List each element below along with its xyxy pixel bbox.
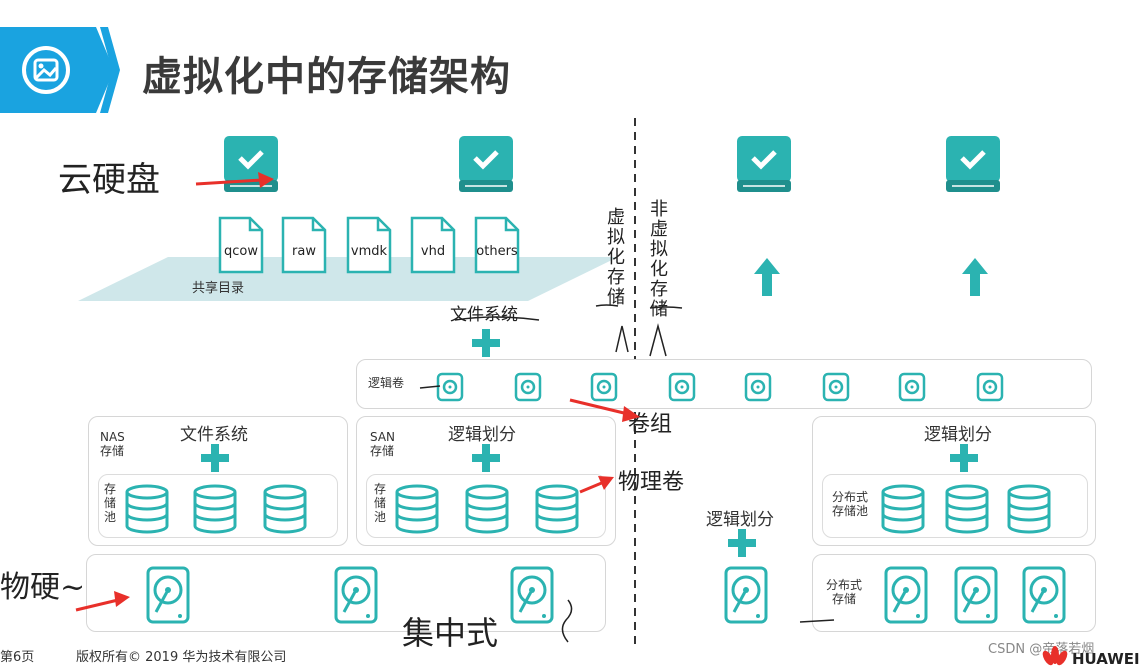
hard-disk-icon (334, 566, 378, 624)
red-arrow-cloud-disk (195, 178, 263, 186)
plus-icon (950, 444, 978, 472)
file-format-label: vmdk (350, 244, 388, 259)
middle-logical-partition-label: 逻辑划分 (706, 510, 774, 530)
handwritten-physical-volume: 物理卷 (618, 470, 685, 495)
handwritten-centralized: 集中式 (402, 614, 499, 652)
logical-volume-label: 逻辑卷 (368, 376, 405, 390)
plus-icon (472, 444, 500, 472)
plus-icon (728, 529, 756, 557)
storage-pool-database-icon (193, 484, 237, 534)
logical-volume-icon (514, 372, 542, 402)
handwritten-cloud-disk: 云硬盘 (58, 160, 160, 200)
header-banner (0, 27, 120, 113)
red-arrow-physical-volume (579, 480, 605, 494)
hard-disk-icon (146, 566, 190, 624)
file-icon (474, 216, 520, 274)
san-pool-label: 存 储 池 (374, 482, 387, 524)
distributed-logical-partition-label: 逻辑划分 (924, 425, 992, 445)
up-arrow-icon (962, 258, 988, 296)
nas-pool-label: 存 储 池 (104, 482, 117, 524)
page-title: 虚拟化中的存储架构 (142, 54, 511, 100)
file-icon (346, 216, 392, 274)
footer-page-number: 第6页 (0, 650, 35, 665)
red-arrow-physical-disk (75, 598, 119, 612)
distributed-storage-label: 分布式 存储 (826, 578, 863, 606)
logical-volume-icon (590, 372, 618, 402)
virtual-disk-icon (224, 136, 278, 192)
san-label: SAN 存储 (370, 430, 396, 458)
handwritten-file-system: 文件系统 (450, 305, 518, 325)
storage-pool-database-icon (535, 484, 579, 534)
nas-file-system-label: 文件系统 (180, 425, 248, 445)
virtualized-storage-label: 虚拟化存储 (607, 207, 625, 308)
logical-volume-icon (898, 372, 926, 402)
logical-volume-icon (436, 372, 464, 402)
virtual-disk-icon (737, 136, 791, 192)
logical-volume-icon (822, 372, 850, 402)
huawei-logo-text: HUAWEI (1072, 650, 1140, 668)
storage-pool-database-icon (125, 484, 169, 534)
nas-label: NAS 存储 (100, 430, 125, 458)
file-format-label: others (476, 244, 518, 259)
divider-line (634, 118, 636, 648)
hard-disk-icon (510, 566, 554, 624)
up-arrow-icon (754, 258, 780, 296)
huawei-logo-icon (1042, 646, 1068, 666)
storage-pool-database-icon (1007, 484, 1051, 534)
file-format-label: qcow (224, 244, 258, 259)
storage-pool-database-icon (465, 484, 509, 534)
footer-copyright: 版权所有© 2019 华为技术有限公司 (76, 650, 287, 665)
logical-volume-icon (668, 372, 696, 402)
plus-icon (201, 444, 229, 472)
storage-pool-database-icon (945, 484, 989, 534)
handwritten-physical-disk: 物硬~ (0, 570, 86, 605)
san-logical-partition-label: 逻辑划分 (448, 425, 516, 445)
storage-pool-database-icon (263, 484, 307, 534)
plus-icon (472, 329, 500, 357)
file-format-label: raw (292, 244, 316, 259)
logical-volume-icon (976, 372, 1004, 402)
storage-pool-database-icon (395, 484, 439, 534)
hard-disk-icon (954, 566, 998, 624)
hard-disk-icon (884, 566, 928, 624)
logical-volume-panel (356, 359, 1092, 409)
file-icon (281, 216, 327, 274)
hard-disk-icon (724, 566, 768, 624)
file-format-label: vhd (420, 244, 446, 259)
shared-directory-label: 共享目录 (192, 281, 245, 296)
footer-watermark: CSDN @帝落若烟 (988, 642, 1095, 657)
virtual-disk-icon (946, 136, 1000, 192)
virtual-disk-icon (459, 136, 513, 192)
storage-pool-database-icon (881, 484, 925, 534)
non-virtualized-storage-label: 非虚拟化存储 (650, 199, 668, 320)
hard-disk-icon (1022, 566, 1066, 624)
distributed-pool-label: 分布式 存储池 (832, 490, 869, 518)
red-arrow-volume-group (569, 398, 629, 416)
file-icon (410, 216, 456, 274)
file-icon (218, 216, 264, 274)
logical-volume-icon (744, 372, 772, 402)
